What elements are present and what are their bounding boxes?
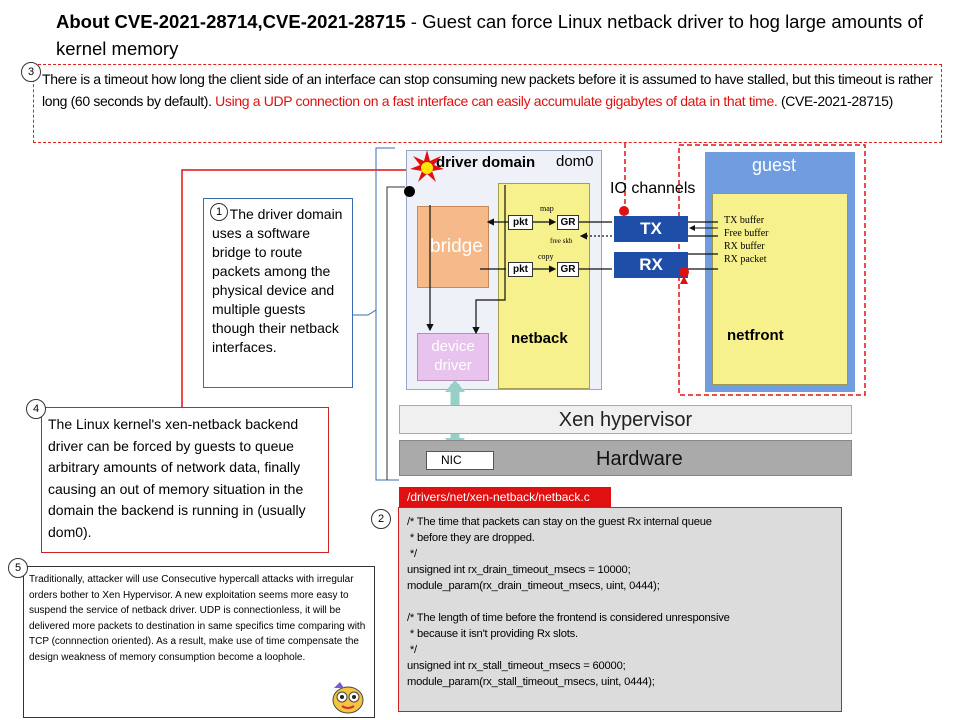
title-cve: About CVE-2021-28714,CVE-2021-28715 [56,11,406,32]
netfront-label: netfront [727,327,784,344]
note-4-number: 4 [26,399,46,419]
code-snippet: /* The time that packets can stay on the… [398,507,842,712]
device-driver-label: device driver [431,338,475,374]
netfront-panel [712,193,848,385]
explosion-icon [410,150,444,182]
guest-tx-buffer: TX buffer [724,215,765,226]
note-4-text: The Linux kernel's xen-netback backend d… [48,416,306,540]
driver-domain-label: driver domain [436,154,536,171]
note-2-number: 2 [371,509,391,529]
guest-rx-buffer: RX buffer [724,241,765,252]
title-rest: - Guest can force Linux netback driver t… [56,11,923,59]
bridge-label: bridge [430,236,483,257]
copy-label: copy [538,252,554,261]
source-file-label: /drivers/net/xen-netback/netback.c [399,487,611,507]
note-4: The Linux kernel's xen-netback backend d… [41,407,329,553]
gr-box-1: GR [557,215,579,230]
guest-buffer-list: TX buffer Free buffer RX buffer RX packe… [724,214,769,266]
pkt-box-1: pkt [508,215,533,230]
dom-connector [386,186,405,480]
rx-marker [679,267,689,277]
guest-free-buffer: Free buffer [724,228,769,239]
rx-channel: RX [614,252,688,278]
slide-title: About CVE-2021-28714,CVE-2021-28715 - Gu… [56,8,936,62]
gr-box-2: GR [557,262,579,277]
note-3-frame [33,64,942,143]
mascot-icon [332,682,364,714]
note-1-text: The driver domain uses a software bridge… [212,206,343,355]
nic-box: NIC [426,451,494,470]
xen-hypervisor-layer: Xen hypervisor [399,405,852,434]
free-skb-label: free skb [550,237,573,245]
connection-dot-icon [404,186,415,197]
note-3-text-red: Using a UDP connection on a fast interfa… [215,93,778,109]
map-label: map [540,204,554,213]
bridge-box [417,206,489,288]
netback-label: netback [511,330,568,347]
note1-connector [353,309,377,316]
note4-connector [181,169,418,407]
guest-label: guest [752,155,797,175]
note-1-number: 1 [210,203,228,221]
note-1: The driver domain uses a software bridge… [203,198,353,388]
note-5: Traditionally, attacker will use Consecu… [23,566,375,718]
note-3-text-black: There is a timeout how long the client s… [42,71,933,109]
note-3-text-tail: (CVE-2021-28715) [777,93,893,109]
device-driver-box [417,333,489,381]
guest-rx-packet: RX packet [724,254,767,265]
dom0-label: dom0 [556,153,594,170]
tx-channel: TX [614,216,688,242]
pkt-box-2: pkt [508,262,533,277]
note-3-text: There is a timeout how long the client s… [42,68,937,112]
io-channels-label: IO channels [610,180,696,197]
note-5-text: Traditionally, attacker will use Consecu… [29,574,366,663]
note-5-number: 5 [8,558,28,578]
note-3-number: 3 [21,62,41,82]
